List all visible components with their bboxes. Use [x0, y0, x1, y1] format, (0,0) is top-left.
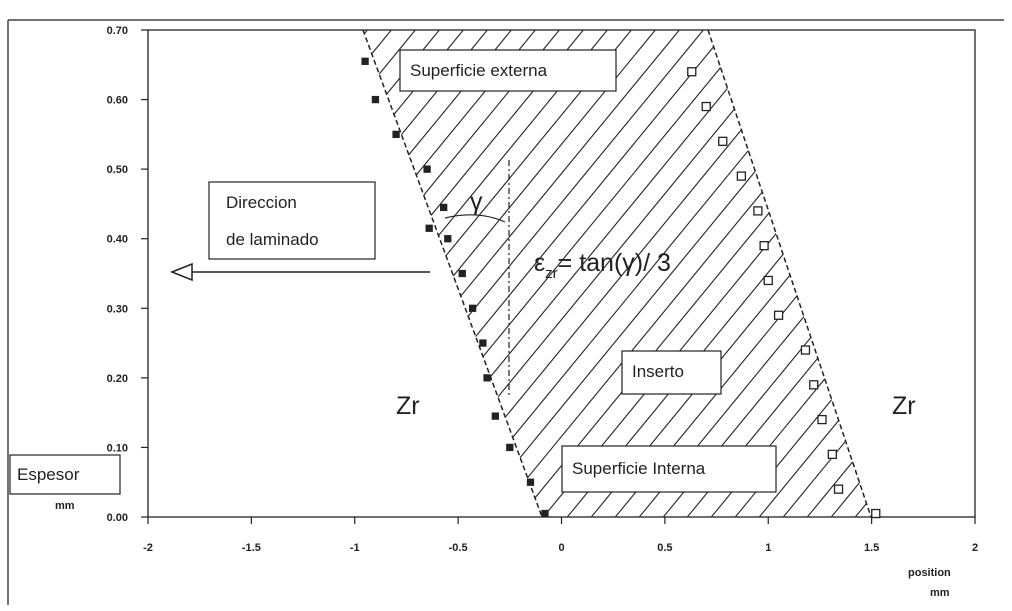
y-axis-label: Espesor	[17, 465, 80, 484]
x-tick-label: 0	[558, 542, 564, 554]
x-tick-label: -1.5	[242, 542, 261, 554]
data-point-filled	[371, 95, 380, 104]
hatch-line	[747, 30, 871, 517]
y-tick-label: 0.40	[107, 234, 128, 246]
data-point-filled	[541, 509, 549, 518]
data-point-filled	[458, 269, 466, 278]
hatch-line	[940, 0, 1012, 560]
x-axis-unit: mm	[930, 587, 950, 599]
hatch-line	[988, 0, 1012, 560]
data-point-open	[736, 171, 747, 181]
data-point-filled	[440, 203, 448, 212]
x-tick-label: 1	[765, 542, 771, 554]
hatch-line	[843, 30, 871, 517]
hatch-line	[723, 30, 871, 517]
data-point-open	[773, 310, 784, 320]
x-tick-label: 1.5	[864, 542, 879, 554]
y-axis: 0.00 0.10 0.20 0.30 0.40 0.50 0.60 0.70	[107, 25, 148, 524]
superficie-externa-box	[399, 49, 617, 92]
data-point-filled	[526, 478, 535, 486]
data-point-open	[701, 101, 711, 112]
hatch-line	[363, 30, 465, 517]
data-point-filled	[423, 165, 431, 173]
direction-arrow-head	[169, 262, 193, 282]
data-point-filled	[506, 443, 514, 452]
y-tick-label: 0.00	[107, 512, 128, 524]
data-point-open	[718, 136, 728, 146]
hatch-line	[363, 30, 729, 517]
insert-left-boundary	[362, 29, 543, 518]
superficie-externa-label: Superficie externa	[410, 61, 548, 80]
data-point-open	[687, 67, 697, 77]
data-point-filled	[425, 224, 433, 232]
y-tick-label: 0.60	[107, 95, 128, 107]
data-point-filled	[479, 339, 487, 347]
superficie-interna-label: Superficie Interna	[572, 459, 706, 478]
inserto-label: Inserto	[632, 362, 684, 381]
hatch-line	[363, 30, 561, 517]
formula-rest: = tan(γ)/ 3	[558, 249, 671, 277]
hatch-line	[363, 30, 513, 517]
formula-subscript: zr	[545, 265, 558, 282]
data-point-open	[753, 206, 763, 216]
hatch-line	[771, 30, 871, 517]
data-point-filled	[491, 412, 499, 420]
data-point-open	[817, 414, 827, 425]
hatch-line	[363, 30, 537, 517]
data-point-open	[833, 484, 844, 494]
x-tick-label: 0.5	[657, 542, 672, 554]
hatch-line	[363, 30, 585, 517]
hatch-line	[867, 30, 871, 517]
hatch-line	[699, 30, 871, 517]
hatch-line	[892, 0, 1012, 560]
x-tick-label: -2	[143, 542, 153, 554]
data-point-filled	[483, 374, 491, 382]
data-point-filled	[392, 130, 400, 139]
zr-left-label: Zr	[396, 392, 420, 420]
x-tick-label: -1	[350, 542, 360, 554]
data-point-open	[809, 380, 819, 390]
x-tick-label: -0.5	[449, 542, 468, 554]
hatch-line	[363, 30, 489, 517]
data-point-filled	[361, 57, 369, 65]
data-point-open	[871, 508, 881, 519]
insert-right-boundary	[707, 29, 872, 518]
data-point-open	[827, 449, 837, 460]
hatch-line	[916, 0, 1012, 560]
x-axis-label: position	[908, 567, 951, 579]
data-points	[361, 57, 881, 519]
formula-epsilon: ε	[534, 249, 545, 277]
direccion-label-line2: de laminado	[226, 230, 319, 249]
y-tick-label: 0.10	[107, 442, 128, 454]
hatch-line	[795, 30, 871, 517]
hatch-line	[964, 0, 1012, 560]
x-axis: -2 -1.5 -1 -0.5 0 0.5 1 1.5 2	[143, 517, 978, 554]
inserto-box	[621, 350, 722, 395]
gamma-arc	[444, 214, 506, 223]
y-tick-label: 0.70	[107, 25, 128, 37]
data-point-open	[800, 345, 811, 355]
data-point-filled	[468, 304, 477, 312]
data-point-filled	[444, 235, 452, 243]
x-tick-label: 2	[972, 542, 978, 554]
data-point-open	[763, 275, 773, 286]
superficie-interna-box	[561, 445, 777, 493]
espesor-box	[9, 454, 121, 495]
strain-formula: εzr= tan(γ)/ 3	[534, 249, 671, 282]
y-tick-label: 0.20	[107, 373, 128, 385]
gamma-label: γ	[470, 188, 483, 216]
y-axis-unit: mm	[55, 500, 75, 512]
direccion-box	[208, 181, 376, 260]
direccion-label-line1: Direccion	[226, 193, 297, 212]
data-point-open	[759, 241, 769, 251]
y-tick-label: 0.30	[107, 303, 128, 315]
zr-right-label: Zr	[892, 392, 916, 420]
hatch-line	[363, 30, 705, 517]
hatch-line	[819, 30, 871, 517]
y-tick-label: 0.50	[107, 164, 128, 176]
